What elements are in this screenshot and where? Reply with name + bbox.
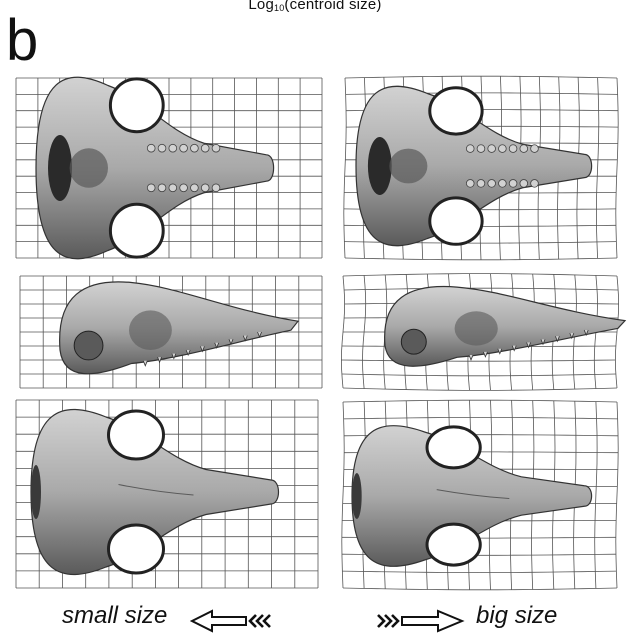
tooth [147, 184, 155, 192]
tooth [466, 180, 474, 188]
tooth [169, 184, 177, 192]
tooth [212, 184, 220, 192]
skull-dorsal-view [352, 426, 592, 567]
tooth [143, 361, 147, 366]
panel-big-dorsal [343, 402, 617, 588]
skull-lateral-view [385, 287, 625, 367]
tooth [477, 145, 485, 153]
tooth [498, 349, 502, 354]
tooth [509, 145, 517, 153]
tooth [531, 180, 539, 188]
orbit-opening [110, 79, 163, 132]
tooth [158, 184, 166, 192]
tooth [201, 184, 209, 192]
grid-line [342, 571, 616, 573]
grid-line [341, 360, 615, 361]
right-arrow-icon [376, 608, 466, 634]
auditory-bulla [74, 331, 103, 360]
tooth [469, 355, 473, 360]
tooth [512, 346, 516, 351]
panel-small-ventral [16, 78, 322, 258]
tooth [488, 145, 496, 153]
skull-outline [385, 287, 625, 367]
tooth [520, 145, 528, 153]
orbit-opening [109, 525, 164, 573]
foramen [48, 135, 72, 201]
panel-letter: b [6, 12, 38, 70]
grid-line [596, 78, 598, 259]
orbit-opening [427, 524, 480, 565]
axis-title: Log10(centroid size) [0, 0, 630, 13]
occipital-edge [31, 465, 41, 519]
panel-small-lateral [20, 276, 322, 388]
small-size-label: small size [62, 602, 167, 630]
tooth [488, 180, 496, 188]
auditory-bulla [401, 329, 426, 354]
left-arrow-icon [190, 608, 280, 634]
tooth [499, 180, 507, 188]
tooth [158, 357, 162, 362]
orbit-opening [109, 411, 164, 459]
orbit-opening [110, 204, 163, 257]
tooth [158, 144, 166, 152]
grid-line [342, 374, 616, 376]
tooth [466, 145, 474, 153]
grid-line [343, 274, 617, 276]
panel-big-lateral [343, 276, 617, 388]
big-size-label: big size [476, 602, 557, 630]
tooth [180, 184, 188, 192]
basicranium [70, 148, 108, 188]
tooth [499, 145, 507, 153]
basicranium [389, 149, 427, 184]
tooth [531, 145, 539, 153]
grid-line [616, 78, 618, 258]
tooth [201, 144, 209, 152]
tooth [180, 144, 188, 152]
grid-line [343, 388, 617, 390]
grid-line [616, 402, 618, 588]
tooth [147, 144, 155, 152]
grid-line [595, 402, 597, 589]
tooth [169, 144, 177, 152]
tooth [477, 180, 485, 188]
tooth [509, 180, 517, 188]
grid-line [343, 588, 617, 590]
panel-small-dorsal [16, 400, 318, 588]
tooth [520, 180, 528, 188]
tooth [212, 144, 220, 152]
tooth [483, 352, 487, 357]
orbit-opening [427, 427, 480, 468]
orbit [129, 310, 172, 350]
skull-ventral-view [36, 77, 274, 258]
grid-line [343, 400, 617, 402]
occipital-edge [352, 473, 362, 519]
foramen [368, 137, 392, 195]
tooth [191, 144, 199, 152]
grid-line [342, 402, 344, 588]
orbit [455, 311, 498, 345]
grid-line [344, 417, 618, 419]
grid-line [344, 78, 346, 258]
orbit-opening [430, 88, 482, 134]
orbit-opening [430, 198, 482, 244]
panel-big-ventral [345, 78, 617, 258]
tooth [191, 184, 199, 192]
